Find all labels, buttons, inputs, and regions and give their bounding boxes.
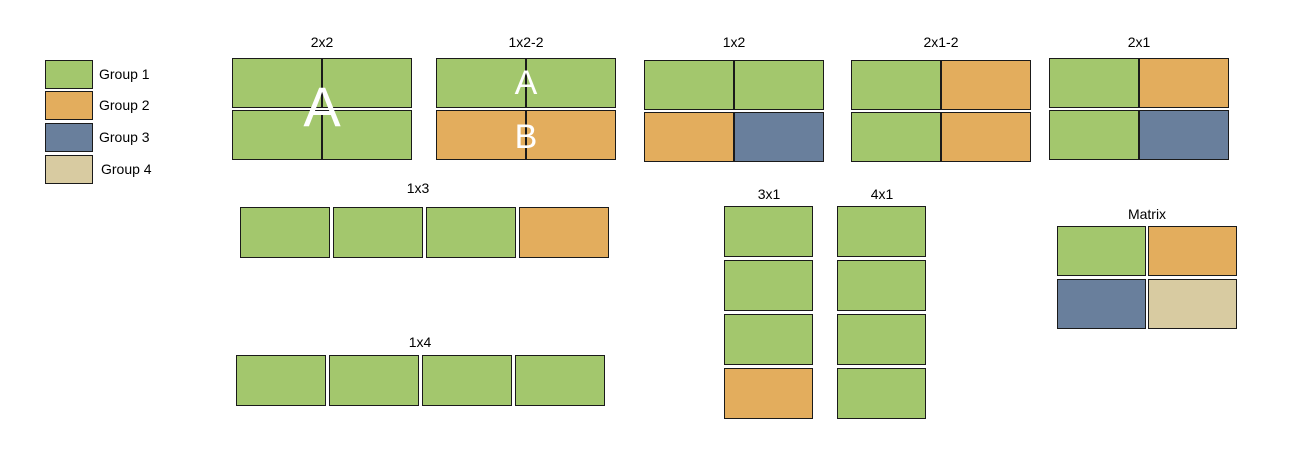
layout-cell bbox=[322, 110, 412, 160]
layout-cell bbox=[422, 355, 512, 406]
legend-label-group-4: Group 4 bbox=[101, 161, 152, 177]
legend-label-group-2: Group 2 bbox=[99, 97, 150, 113]
layout-cell bbox=[724, 368, 813, 419]
layout-cell bbox=[724, 206, 813, 257]
layout-cell bbox=[322, 58, 412, 108]
layout-cell bbox=[232, 58, 322, 108]
layout-title-2x1: 2x1 bbox=[1127, 34, 1151, 50]
legend-swatch-group-3 bbox=[45, 123, 93, 152]
layout-cell bbox=[837, 368, 926, 419]
layout-cell bbox=[1049, 110, 1139, 160]
layout-cell bbox=[734, 60, 824, 110]
layout-cell bbox=[1057, 279, 1146, 329]
layout-cell bbox=[837, 314, 926, 365]
legend-swatch-group-4 bbox=[45, 155, 93, 184]
layout-title-1x2-2: 1x2-2 bbox=[508, 34, 544, 50]
layout-cell bbox=[644, 60, 734, 110]
legend-swatch-group-1 bbox=[45, 60, 93, 89]
layout-cell bbox=[851, 60, 941, 110]
layout-letter-a: A bbox=[514, 64, 538, 102]
layout-cell bbox=[851, 112, 941, 162]
layout-letter-b: B bbox=[514, 118, 538, 156]
layout-cell bbox=[426, 207, 516, 258]
layout-cell bbox=[240, 207, 330, 258]
layout-cell bbox=[941, 112, 1031, 162]
layout-cell bbox=[1049, 58, 1139, 108]
legend-label-group-1: Group 1 bbox=[99, 66, 150, 82]
layout-cell bbox=[837, 206, 926, 257]
layout-title-2x2: 2x2 bbox=[310, 34, 334, 50]
layout-cell bbox=[734, 112, 824, 162]
layout-title-3x1: 3x1 bbox=[757, 186, 781, 202]
layout-cell bbox=[526, 110, 616, 160]
layout-cell bbox=[837, 260, 926, 311]
layout-cell bbox=[519, 207, 609, 258]
layout-title-1x4: 1x4 bbox=[408, 334, 432, 350]
layout-letter-a: A bbox=[303, 75, 341, 138]
layout-cell bbox=[1139, 58, 1229, 108]
layout-title-2x1-2: 2x1-2 bbox=[923, 34, 959, 50]
layout-cell bbox=[724, 260, 813, 311]
layout-cell bbox=[329, 355, 419, 406]
layout-cell bbox=[1148, 226, 1237, 276]
layout-title-1x2: 1x2 bbox=[722, 34, 746, 50]
layout-cell bbox=[236, 355, 326, 406]
layout-cell bbox=[333, 207, 423, 258]
legend-label-group-3: Group 3 bbox=[99, 129, 150, 145]
layout-cell bbox=[515, 355, 605, 406]
layout-cell bbox=[644, 112, 734, 162]
layout-cell bbox=[436, 58, 526, 108]
layout-cell bbox=[724, 314, 813, 365]
layout-title-4x1: 4x1 bbox=[870, 186, 894, 202]
layout-cell bbox=[1139, 110, 1229, 160]
layout-cell bbox=[1148, 279, 1237, 329]
legend-swatch-group-2 bbox=[45, 91, 93, 120]
layout-cell bbox=[436, 110, 526, 160]
layout-cell bbox=[941, 60, 1031, 110]
layout-cell bbox=[232, 110, 322, 160]
layout-title-1x3: 1x3 bbox=[406, 180, 430, 196]
layout-cell bbox=[1057, 226, 1146, 276]
layout-title-matrix: Matrix bbox=[1127, 206, 1167, 222]
layout-cell bbox=[526, 58, 616, 108]
